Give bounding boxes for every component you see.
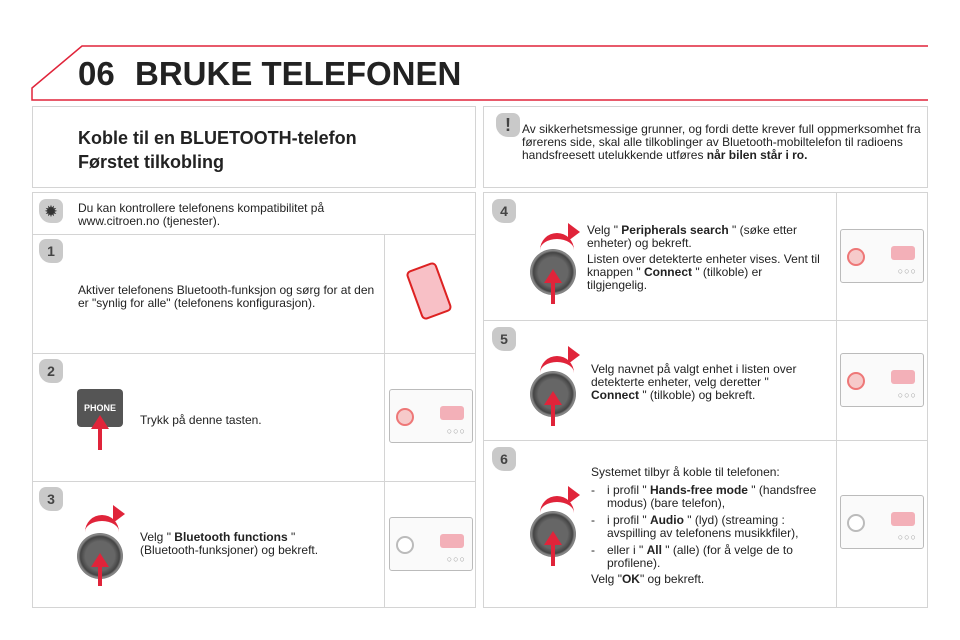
rotate-arrow-icon — [568, 223, 580, 241]
step-5-badge: 5 — [492, 327, 516, 351]
step-2-text: Trykk på denne tasten. — [140, 413, 262, 427]
rotate-arrow-icon — [568, 486, 580, 504]
step-3-text: Velg " Bluetooth functions " (Bluetooth-… — [140, 530, 319, 557]
step-6-option: -i profil " Audio " (lyd) (streaming : a… — [591, 513, 799, 540]
warning-box: ! Av sikkerhetsmessige grunner, og fordi… — [483, 106, 928, 188]
warning-emphasis: når bilen står i ro. — [706, 148, 808, 162]
step-6-option: -i profil " Hands-free mode " (handsfree… — [591, 483, 817, 510]
smartphone-icon — [405, 261, 453, 321]
chapter-title: BRUKE TELEFONEN — [135, 55, 462, 92]
section-subtitle: Førstet tilkobling — [78, 152, 224, 172]
header-frame — [31, 45, 928, 101]
step-4-text-2: Listen over detekterte enheter vises. Ve… — [587, 252, 820, 292]
press-arrow-icon — [91, 553, 109, 567]
warning-body: Av sikkerhetsmessige grunner, og fordi d… — [522, 122, 921, 162]
exclamation-icon: ! — [496, 113, 520, 137]
radio-panel-image: ○○○ — [840, 495, 924, 549]
step-1-text: Aktiver telefonens Bluetooth-funksjon og… — [78, 283, 375, 310]
step-6-badge: 6 — [492, 447, 516, 471]
rotate-arrow-icon — [568, 346, 580, 364]
section-title-box: Koble til en BLUETOOTH-telefon Førstet t… — [32, 106, 476, 188]
radio-panel-image: ○○○ — [389, 389, 473, 443]
press-arrow-icon — [91, 415, 109, 429]
step-6-option: -eller i " All " (alle) (for å velge de … — [591, 543, 793, 570]
step-2-badge: 2 — [39, 359, 63, 383]
rotate-arrow-icon — [85, 515, 119, 535]
lightbulb-icon: ✹ — [39, 199, 63, 223]
radio-panel-image: ○○○ — [840, 353, 924, 407]
radio-panel-image: ○○○ — [840, 229, 924, 283]
step-6-intro: Systemet tilbyr å koble til telefonen: — [591, 465, 780, 479]
chapter-number: 06 — [78, 55, 115, 92]
left-steps-panel: ✹ Du kan kontrollere telefonens kompatib… — [32, 192, 476, 608]
step-3-badge: 3 — [39, 487, 63, 511]
radio-panel-image: ○○○ — [389, 517, 473, 571]
step-4-badge: 4 — [492, 199, 516, 223]
tip-text: Du kan kontrollere telefonens kompatibil… — [78, 201, 325, 228]
section-title: Koble til en BLUETOOTH-telefon — [78, 128, 357, 148]
step-5-text: Velg navnet på valgt enhet i listen over… — [591, 362, 797, 402]
warning-text: Av sikkerhetsmessige grunner, og fordi d… — [522, 123, 922, 162]
step-1-badge: 1 — [39, 239, 63, 263]
step-6-outro: Velg "OK" og bekreft. — [591, 572, 705, 586]
step-4-text: Velg " Peripherals search " (søke etter … — [587, 223, 797, 250]
right-steps-panel: 4 Velg " Peripherals search " (søke ette… — [483, 192, 928, 608]
